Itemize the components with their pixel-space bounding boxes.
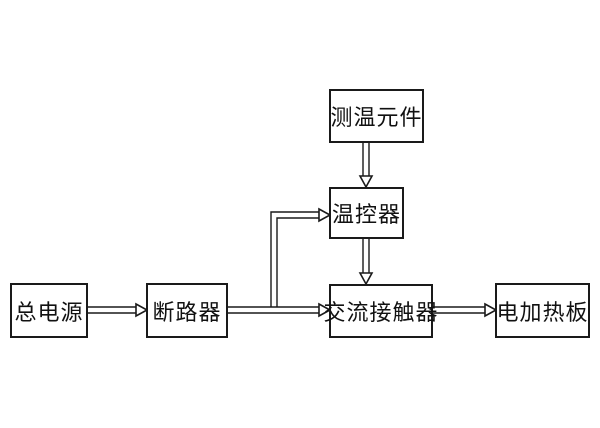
node-temperature-sensor: 测温元件 xyxy=(329,89,424,143)
arrow-breaker-to-thermostat xyxy=(270,207,332,307)
arrow-sensor-to-thermostat xyxy=(358,143,374,189)
arrow-power-to-breaker xyxy=(88,302,149,318)
node-thermostat: 温控器 xyxy=(329,187,404,239)
arrow-contactor-to-heater xyxy=(433,302,498,318)
node-circuit-breaker: 断路器 xyxy=(146,283,228,338)
arrow-breaker-to-contactor xyxy=(228,302,332,318)
arrow-thermostat-to-contactor xyxy=(358,239,374,286)
node-power-supply: 总电源 xyxy=(10,283,88,338)
node-ac-contactor: 交流接触器 xyxy=(324,284,438,338)
node-electric-heating-plate: 电加热板 xyxy=(495,283,590,338)
